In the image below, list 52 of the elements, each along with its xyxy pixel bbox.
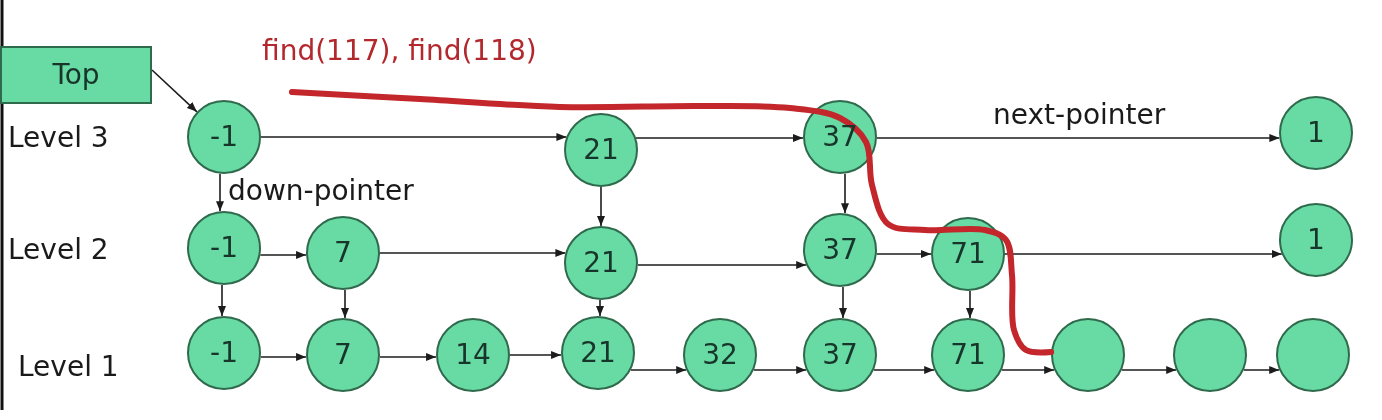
pointer-arrow <box>839 286 847 319</box>
node-value: 71 <box>950 240 986 268</box>
pointer-arrow <box>597 186 605 227</box>
pointer-arrow <box>876 134 1281 142</box>
node-value: 7 <box>334 341 352 369</box>
box-label: Top <box>52 61 100 89</box>
pointer-arrow <box>873 366 935 374</box>
pointer-arrow <box>753 366 807 374</box>
node-value: -1 <box>210 234 238 262</box>
pointer-arrow <box>218 284 226 317</box>
pointer-arrow <box>260 133 568 141</box>
pointer-arrow <box>216 173 224 212</box>
pointer-arrow <box>341 289 349 319</box>
node-value: 37 <box>822 123 858 151</box>
pointer-arrow <box>1121 366 1177 374</box>
pointer-arrow <box>151 69 198 113</box>
pointer-arrow <box>509 351 562 359</box>
pointer-arrow <box>841 172 849 215</box>
pointer-arrow <box>379 353 437 361</box>
level-label: Level 1 <box>18 352 119 382</box>
level-label: Level 3 <box>8 123 109 153</box>
pointer-arrow <box>259 251 307 259</box>
node-value: 21 <box>583 249 619 277</box>
pointer-arrow <box>876 250 932 258</box>
node-value: 1 <box>1307 226 1325 254</box>
edge-label: next-pointer <box>993 100 1166 130</box>
pointer-arrow <box>259 353 307 361</box>
node-value: 14 <box>455 341 491 369</box>
level-label: Level 2 <box>8 235 109 265</box>
pointer-arrow <box>630 366 687 374</box>
pointer-arrow <box>596 299 604 317</box>
pointer-arrow <box>379 249 567 257</box>
node-value: 37 <box>822 341 858 369</box>
node-value: 37 <box>822 236 858 264</box>
pointer-arrow <box>637 261 807 269</box>
node-value: 71 <box>950 341 986 369</box>
pointer-box <box>0 46 152 104</box>
pointer-arrow <box>635 134 804 142</box>
pointer-arrow <box>1243 366 1280 374</box>
pointer-arrow <box>966 290 974 319</box>
node-value: 1 <box>1307 119 1325 147</box>
pointer-arrow <box>1001 366 1055 374</box>
node-value: 32 <box>702 341 738 369</box>
node-value: 21 <box>580 339 616 367</box>
node-value: -1 <box>210 339 238 367</box>
pointer-arrow <box>1004 250 1283 258</box>
search-caption: find(117), find(118) <box>262 36 537 66</box>
search-path <box>289 89 1055 356</box>
node-value: 7 <box>334 239 352 267</box>
node-value: -1 <box>210 123 238 151</box>
edge-label: down-pointer <box>228 176 414 206</box>
node-value: 21 <box>583 136 619 164</box>
